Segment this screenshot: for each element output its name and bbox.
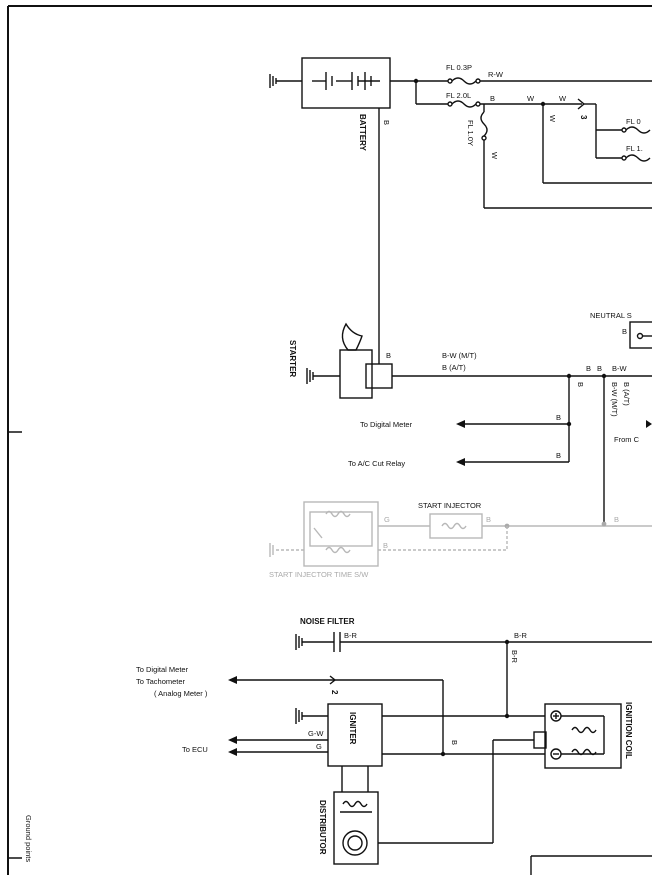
connector-2 [329,675,337,685]
distributor-label: DISTRIBUTOR [318,800,327,855]
neutral-switch-label: NEUTRAL S [590,311,632,320]
meters-line3: ( Analog Meter ) [154,689,208,698]
igniter-wire-b: B [450,740,459,745]
start-injector-wire-b3: B [614,515,619,524]
neutral-mt: B-W (M/T) [610,382,619,417]
fusible-link-03p [416,77,652,85]
meters-line2: To Tachometer [136,677,186,686]
ignition-coil [544,703,622,769]
fl-20l-wire: B [490,94,495,103]
start-injector-time-switch [269,501,379,567]
rotor-inner [347,835,363,851]
pickup-coil [342,800,368,808]
primary-winding [571,726,597,734]
battery-label: BATTERY [358,114,367,152]
secondary-winding [571,748,597,756]
fusible-link-10y [480,104,652,209]
start-injector [429,513,483,539]
fusible-link-a [625,126,651,134]
arrow-to-digital-meter [456,420,465,428]
fl-20l-label: FL 2.0L [446,91,471,100]
battery [269,57,416,109]
connector-3-label: 3 [579,115,588,120]
starter-label: STARTER [288,340,297,377]
noise-filter [295,632,341,652]
noise-filter-wire1: B-R [344,631,358,640]
fl-03p-wire: R-W [488,70,504,79]
igniter [327,703,383,767]
neutral-switch [629,321,652,349]
fusible-link-b [625,154,651,162]
arrow-to-ecu-1 [228,736,237,744]
arrow-to-ac-cut [456,458,465,466]
igniter-wire-g: G [316,742,322,751]
noise-filter-wire3: B-R [510,650,519,664]
fl-a-label: FL 0 [626,117,641,126]
neutral-wire: B [622,327,627,336]
distributor [333,791,379,865]
fl-10y-wire: W [490,152,499,160]
start-injector-wire-b: B [486,515,491,524]
fl-03p-label: FL 0.3P [446,63,472,72]
ignition-coil-label: IGNITION COIL [624,702,633,759]
arrow-to-meters [228,676,237,684]
junction [601,521,607,527]
starter-feed-bw: B-W [612,364,628,373]
noise-filter-wire2: B-R [514,631,528,640]
fl-b-label: FL 1. [626,144,643,153]
top-wire-w2: W [559,94,567,103]
start-injector-wire-g: G [384,515,390,524]
fl-node [621,155,627,161]
igniter-wire-gw: G-W [308,729,324,738]
to-digital-meter-label: To Digital Meter [360,420,413,429]
arrow-to-ecu-2 [228,748,237,756]
to-ecu-label: To ECU [182,745,208,754]
igniter-label: IGNITER [348,712,357,745]
igniter-ground [295,708,328,724]
fl-node [621,127,627,133]
battery-wire-label: B [382,120,391,125]
starter-feed-mt: B-W (M/T) [442,351,477,360]
top-wire-w1: W [527,94,535,103]
start-injector-timer-label: START INJECTOR TIME S/W [269,570,369,579]
starter-feed-at: B (A/T) [442,363,466,372]
rotor-outer [342,830,368,856]
starter-wire: B [386,351,391,360]
starter-feed-b1: B [586,364,591,373]
connector-2-label: 2 [330,690,339,695]
start-injector-wire-b2: B [383,541,388,550]
start-injector-label: START INJECTOR [418,501,482,510]
meters-line1: To Digital Meter [136,665,189,674]
neutral-contact [636,332,644,340]
to-ac-cut-label: To A/C Cut Relay [348,459,405,468]
fusible-link-20l [447,100,582,108]
start-injector-coil [441,522,467,530]
side-note: Ground points [24,815,33,862]
arrow-from [646,420,652,428]
coil-connector [533,731,547,749]
starter-feed-b2: B [597,364,602,373]
neutral-from: From C [614,435,640,444]
neutral-at: B (A/T) [622,382,631,406]
starter-feed-b3: B [576,382,585,387]
to-digital-meter-wire: B [556,413,561,422]
top-wire-w3: W [548,115,557,123]
noise-filter-label: NOISE FILTER [300,617,355,626]
fl-10y-label: FL 1.0Y [466,120,475,146]
to-ac-cut-wire: B [556,451,561,460]
